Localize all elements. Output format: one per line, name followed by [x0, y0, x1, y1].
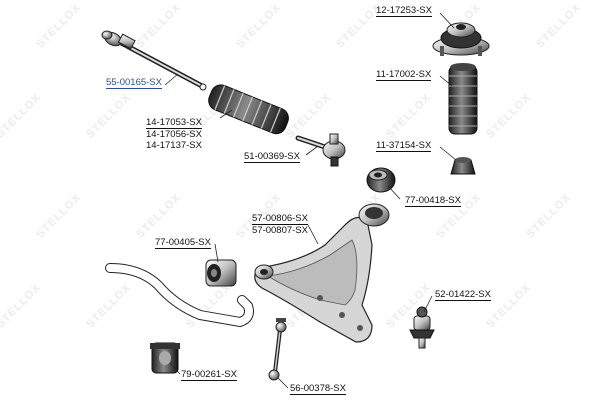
leader-lines	[164, 12, 457, 389]
label-control-arm[interactable]: 57-00806-SX 57-00807-SX	[252, 213, 308, 236]
part-number: 14-17053-SX	[146, 117, 202, 129]
part-number: 52-01422-SX	[435, 289, 491, 301]
label-stabilizer-mount[interactable]: 79-00261-SX	[181, 369, 237, 381]
stabilizer-link	[268, 318, 287, 381]
part-number: 14-17137-SX	[146, 140, 202, 151]
steering-boot	[208, 84, 289, 135]
label-bump-rubber[interactable]: 11-37154-SX	[376, 140, 432, 152]
label-arm-bushing[interactable]: 77-00418-SX	[405, 195, 461, 207]
stabilizer-bar	[105, 263, 254, 328]
label-tie-rod-end[interactable]: 51-00369-SX	[244, 151, 300, 163]
label-tie-rod[interactable]: 55-00165-SX	[106, 77, 162, 89]
part-number: 12-17253-SX	[376, 5, 432, 17]
part-number: 77-00405-SX	[155, 237, 211, 249]
stabilizer-bushing	[205, 259, 237, 287]
part-number: 57-00807-SX	[252, 225, 308, 236]
part-number: 77-00418-SX	[405, 195, 461, 207]
part-number: 57-00806-SX	[252, 213, 308, 225]
part-number: 11-37154-SX	[376, 140, 432, 152]
lower-control-arm	[254, 203, 390, 343]
part-number: 55-00165-SX	[106, 77, 162, 89]
label-bump-stop[interactable]: 11-17002-SX	[376, 69, 432, 81]
bump-rubber	[450, 157, 476, 175]
part-number: 56-00378-SX	[290, 383, 346, 395]
part-number: 79-00261-SX	[181, 369, 237, 381]
tie-rod	[101, 30, 207, 91]
ball-joint	[409, 306, 435, 349]
strut-mount	[432, 22, 490, 56]
label-ball-joint[interactable]: 52-01422-SX	[435, 289, 491, 301]
arm-bushing-rear	[366, 167, 396, 193]
label-steering-boot[interactable]: 14-17053-SX 14-17056-SX 14-17137-SX	[146, 117, 202, 151]
label-stabilizer-bushing[interactable]: 77-00405-SX	[155, 237, 211, 249]
part-number: 11-17002-SX	[376, 69, 432, 81]
label-stabilizer-link[interactable]: 56-00378-SX	[290, 383, 346, 395]
stabilizer-mount	[150, 342, 180, 374]
part-number: 14-17056-SX	[146, 129, 202, 140]
part-number: 51-00369-SX	[244, 151, 300, 163]
tie-rod-end	[295, 133, 346, 167]
bump-stop	[448, 63, 478, 135]
label-strut-mount[interactable]: 12-17253-SX	[376, 5, 432, 17]
